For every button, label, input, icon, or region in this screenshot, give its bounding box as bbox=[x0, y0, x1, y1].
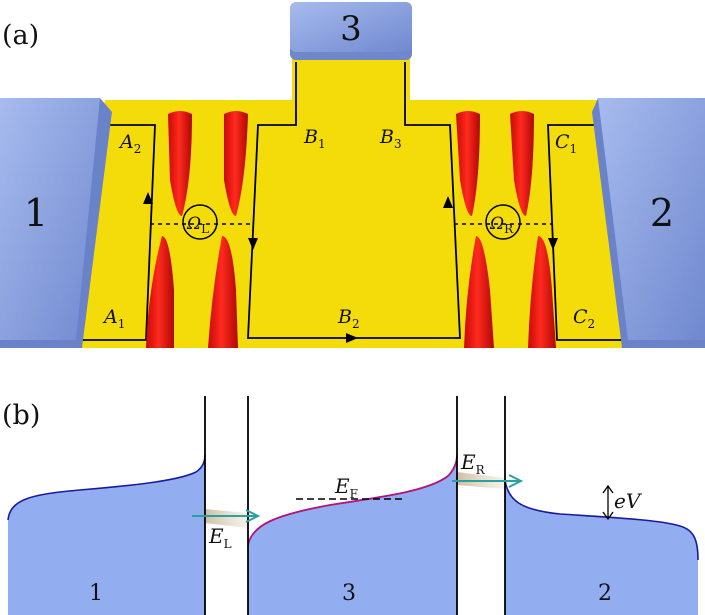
edge-channel-left bbox=[82, 124, 156, 341]
label-B1: B1 bbox=[303, 126, 326, 151]
panel-b-label: (b) bbox=[2, 400, 40, 431]
contact-1: 1 bbox=[0, 98, 112, 348]
label-A1: A1 bbox=[102, 306, 125, 331]
tunnel-arrow-left-head bbox=[245, 509, 261, 523]
label-B3: B3 bbox=[379, 126, 402, 151]
bias-arrow bbox=[602, 484, 614, 521]
fermi-sea-left bbox=[8, 455, 205, 615]
flux-loops bbox=[182, 204, 521, 240]
edge-channel-right bbox=[547, 124, 625, 341]
gate-finger-1 bbox=[168, 111, 192, 216]
contact-2: 2 bbox=[592, 98, 705, 348]
region-label-middle: 3 bbox=[342, 581, 356, 606]
region-labels: 1 3 2 bbox=[89, 581, 612, 606]
edge-labels: A2 A1 B1 B3 B2 C1 C2 bbox=[102, 126, 595, 331]
gate-finger-7 bbox=[464, 236, 494, 348]
tunnel-arrow-right-head bbox=[508, 474, 524, 488]
gate-finger-4 bbox=[208, 236, 238, 348]
fermi-edge-middle bbox=[247, 454, 458, 546]
contact-3-label: 3 bbox=[340, 9, 362, 49]
region-label-left: 1 bbox=[89, 581, 103, 606]
gate-finger-3 bbox=[146, 236, 174, 348]
arrow-down-right bbox=[548, 238, 558, 250]
contact-3: 3 bbox=[290, 2, 412, 60]
label-ER: ER bbox=[460, 450, 486, 477]
fermi-edge-left bbox=[7, 454, 206, 521]
arrow-up-left bbox=[143, 192, 153, 204]
flux-loop-right bbox=[485, 204, 521, 240]
flux-label-left: ΩL bbox=[186, 214, 209, 236]
flux-loop-left bbox=[182, 204, 218, 240]
panel-a: (a) bbox=[0, 2, 705, 348]
gate-finger-2 bbox=[224, 111, 248, 216]
panel-a-label: (a) bbox=[2, 20, 39, 51]
gate-finger-5 bbox=[456, 111, 480, 216]
flux-label-right: ΩR bbox=[489, 214, 514, 236]
arrow-right-bottom bbox=[346, 333, 358, 343]
label-A2: A2 bbox=[118, 131, 141, 156]
gold-2deg-plane bbox=[60, 38, 640, 348]
arrow-down-middle bbox=[248, 238, 258, 250]
contact-2-label: 2 bbox=[650, 191, 674, 235]
gate-finger-6 bbox=[510, 111, 534, 216]
label-eV: eV bbox=[614, 489, 643, 513]
arrow-up-middle bbox=[443, 196, 453, 208]
flux-labels: ΩL ΩR bbox=[186, 214, 514, 236]
region-label-right: 2 bbox=[598, 581, 612, 606]
fermi-edge-right bbox=[504, 479, 699, 561]
panel-b: (b) bbox=[2, 396, 699, 615]
label-C1: C1 bbox=[555, 131, 577, 156]
label-B2: B2 bbox=[337, 306, 360, 331]
contact-1-label: 1 bbox=[24, 191, 48, 235]
label-EL: EL bbox=[208, 524, 232, 551]
fermi-sea-middle bbox=[248, 455, 457, 615]
label-EF: EF bbox=[334, 474, 358, 501]
edge-arrows bbox=[143, 192, 558, 343]
gate-electrodes bbox=[146, 111, 556, 348]
tunnel-window-left bbox=[205, 509, 248, 528]
barrier-walls bbox=[204, 396, 506, 615]
gate-finger-8 bbox=[528, 236, 556, 348]
energy-labels: EF EL ER eV bbox=[208, 450, 643, 551]
label-C2: C2 bbox=[573, 306, 595, 331]
tunnel-arrows bbox=[192, 474, 524, 523]
